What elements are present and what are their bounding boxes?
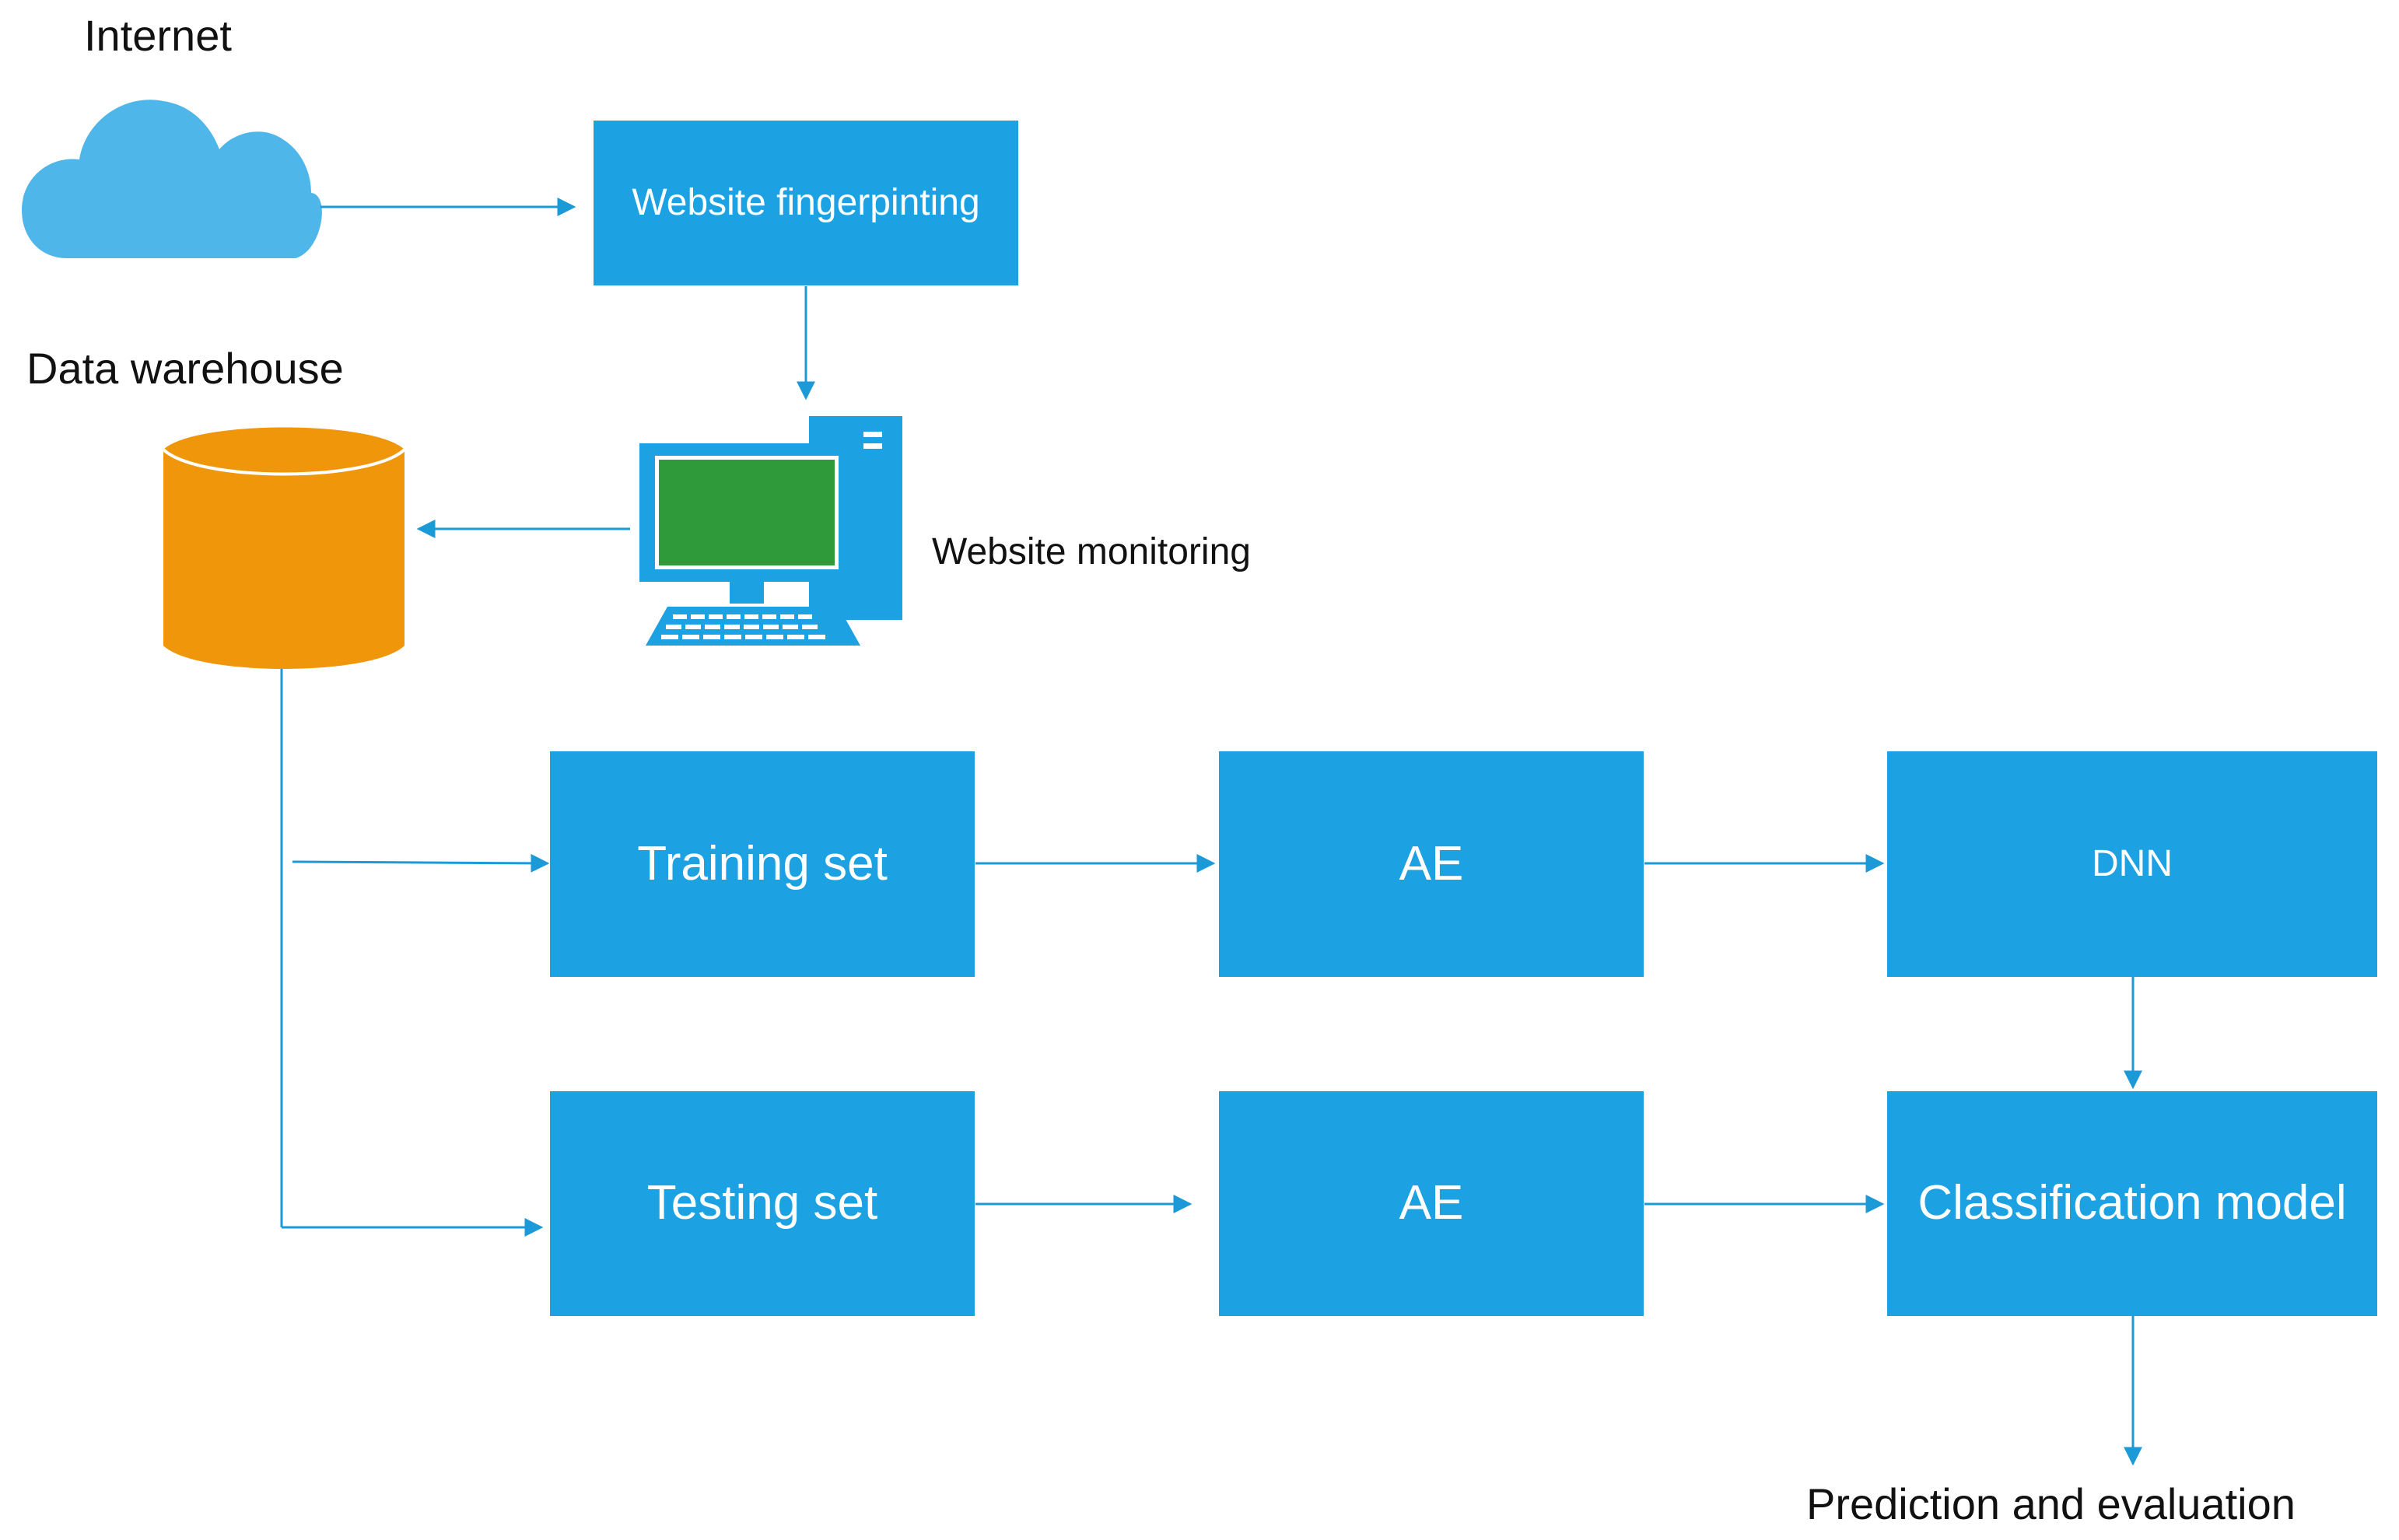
database-cylinder-icon	[162, 427, 406, 669]
training-set-box: Training set	[550, 751, 975, 977]
data-warehouse-label: Data warehouse	[26, 344, 344, 393]
classification-model-box: Classification model	[1887, 1091, 2377, 1316]
internet-label: Internet	[84, 11, 232, 60]
connectors	[280, 198, 2142, 1466]
dnn-box: DNN	[1887, 751, 2377, 977]
website-fingerprinting-box: Website fingerpinting	[594, 121, 1018, 285]
website-monitoring-label: Website monitoring	[932, 531, 1251, 572]
ae-bottom-box: AE	[1219, 1091, 1644, 1316]
cloud-icon	[22, 100, 322, 258]
prediction-and-evaluation-label: Prediction and evaluation	[1806, 1479, 2296, 1528]
arrow-warehouse-to-training	[292, 853, 550, 873]
ae-top-box: AE	[1219, 751, 1644, 977]
testing-set-box: Testing set	[550, 1091, 975, 1316]
computer-icon	[639, 416, 902, 646]
